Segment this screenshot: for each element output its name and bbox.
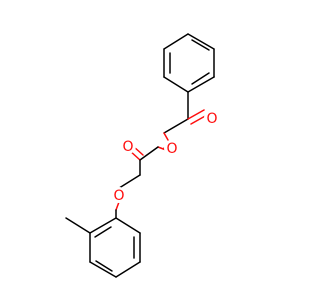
atom-label: O [206,111,217,127]
phenyl-ring-top [163,33,215,93]
atom-oxygen-ether: O [111,187,127,204]
bond [115,201,120,211]
bond [163,132,169,141]
molecule-canvas: O O O O [65,33,220,278]
ketone-double-bond [187,109,205,120]
bond [89,261,117,278]
aromatic-bond [191,72,210,85]
atom-label: O [166,141,177,157]
bond [163,33,189,50]
atom-label: O [122,139,133,155]
bond [115,217,141,234]
bond [139,146,159,161]
bond [163,76,189,93]
aryl-ring-bottom [89,217,141,278]
bond [115,261,141,278]
molecule-structure: O O O O [65,33,220,278]
bond [187,76,215,93]
atom-oxygen-ester: O [164,140,180,157]
methyl-bond [65,217,91,234]
aromatic-bond [191,39,210,51]
aromatic-bond [94,226,112,238]
bond [89,217,117,234]
bond [163,118,189,134]
bond [187,33,215,50]
atom-oxygen-ketone: O [204,110,220,127]
atom-oxygen-carbonyl: O [120,138,136,155]
atom-label: O [113,188,124,204]
aromatic-bond [95,260,113,272]
